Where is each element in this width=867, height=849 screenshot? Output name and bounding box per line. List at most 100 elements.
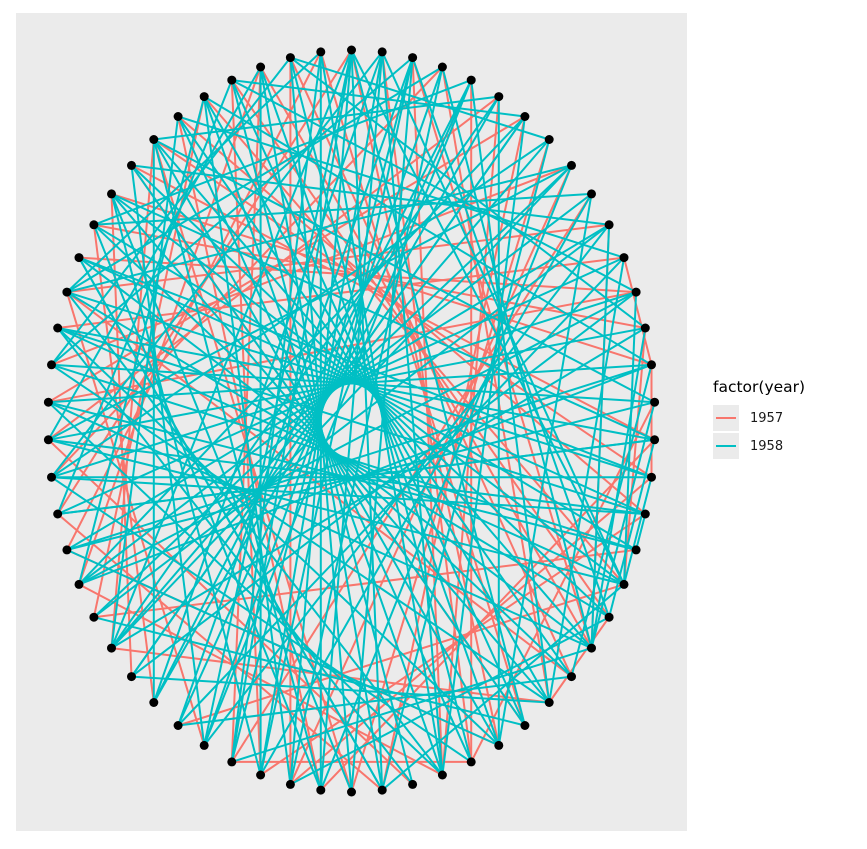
edge-1958-16: [110, 96, 500, 649]
node-1: [377, 47, 387, 57]
edge-1958-115: [56, 327, 414, 786]
edge-1958-132: [48, 438, 625, 586]
edge-1958-140: [130, 165, 206, 746]
edge-1958-97: [177, 115, 625, 259]
node-33: [285, 779, 295, 789]
node-5: [494, 92, 504, 102]
edge-1958-144: [56, 79, 233, 515]
edge-1958-128: [78, 291, 637, 586]
edge-1958-39: [623, 476, 653, 585]
edge-1958-37: [608, 439, 656, 618]
edge-1958-145: [47, 66, 262, 441]
edge-1958-138: [92, 224, 322, 791]
edge-1958-123: [177, 57, 414, 726]
node-2: [408, 53, 418, 63]
node-37: [173, 721, 183, 730]
node-10: [604, 220, 614, 230]
legend-entry-1957: 1957: [713, 404, 805, 432]
edge-1957-12: [470, 401, 656, 763]
node-20: [619, 579, 629, 589]
node-8: [567, 160, 576, 170]
edge-1958-3: [230, 49, 353, 763]
node-42: [74, 579, 84, 589]
edge-1958-99: [289, 56, 646, 329]
edge-1957-4: [548, 616, 610, 704]
node-46: [43, 435, 53, 445]
legend-swatch-1958: [716, 445, 736, 447]
edge-1958-94: [66, 164, 572, 294]
edge-1957-16: [66, 291, 573, 678]
edge-1958-137: [78, 257, 384, 791]
node-61: [316, 47, 326, 57]
edge-1958-125: [130, 115, 526, 678]
edge-1958-11: [441, 66, 593, 649]
node-25: [520, 721, 530, 730]
edge-1958-35: [590, 401, 656, 649]
node-11: [619, 253, 629, 263]
edge-1958-142: [110, 116, 180, 649]
edge-1958-93: [290, 56, 550, 141]
node-6: [520, 112, 530, 121]
node-41: [89, 612, 99, 622]
node-22: [587, 643, 596, 653]
node-30: [377, 785, 387, 795]
edge-1958-126: [110, 164, 573, 649]
edge-1958-85: [319, 51, 444, 776]
node-36: [199, 740, 209, 750]
edge-1958-87: [50, 51, 383, 478]
node-56: [173, 112, 183, 121]
node-52: [89, 220, 99, 230]
node-44: [53, 509, 63, 519]
edge-1958-29: [623, 292, 638, 585]
legend-label-1957: 1957: [750, 410, 784, 426]
node-51: [74, 253, 84, 263]
edge-1958-114: [47, 401, 444, 776]
edge-1958-86: [110, 49, 353, 649]
node-27: [466, 757, 476, 767]
node-17: [647, 472, 656, 482]
edge-1958-119: [203, 96, 292, 785]
edge-1958-133: [47, 401, 592, 650]
edge-1957-7: [93, 548, 637, 619]
node-57: [199, 92, 209, 102]
edge-1958-107: [289, 616, 610, 786]
edge-1958-109: [177, 675, 572, 727]
node-39: [127, 672, 136, 682]
node-13: [640, 323, 650, 333]
node-16: [650, 435, 660, 445]
edge-1958-89: [66, 66, 443, 293]
node-23: [567, 672, 576, 682]
edge-1958-33: [570, 364, 653, 677]
edge-1957-42: [47, 115, 526, 404]
edge-1958-147: [66, 51, 322, 293]
edge-1958-122: [203, 49, 353, 746]
node-3: [437, 62, 447, 72]
node-60: [285, 53, 295, 63]
legend-key-1958: [713, 433, 739, 459]
node-29: [408, 779, 418, 789]
edge-1958-100: [203, 95, 653, 366]
edge-1958-31: [590, 327, 647, 649]
node-24: [544, 698, 554, 707]
legend: factor(year) 1957 1958: [713, 378, 805, 460]
node-4: [466, 75, 476, 85]
edge-1958-130: [57, 438, 655, 515]
node-31: [347, 787, 356, 797]
edge-1958-146: [50, 56, 292, 366]
edge-1958-90: [93, 79, 472, 226]
edge-1957-39: [56, 49, 353, 515]
edge-1958-105: [51, 363, 637, 551]
node-19: [631, 545, 641, 555]
node-47: [43, 397, 53, 407]
edge-1958-118: [152, 139, 322, 791]
node-26: [494, 740, 504, 750]
node-40: [107, 643, 116, 653]
edge-1958-129: [66, 363, 652, 551]
edge-1958-143: [78, 96, 206, 585]
edge-1958-111: [93, 616, 526, 727]
edge-1958-139: [110, 193, 262, 776]
node-34: [256, 770, 266, 780]
edge-1958-5: [381, 51, 444, 776]
node-49: [53, 323, 63, 333]
